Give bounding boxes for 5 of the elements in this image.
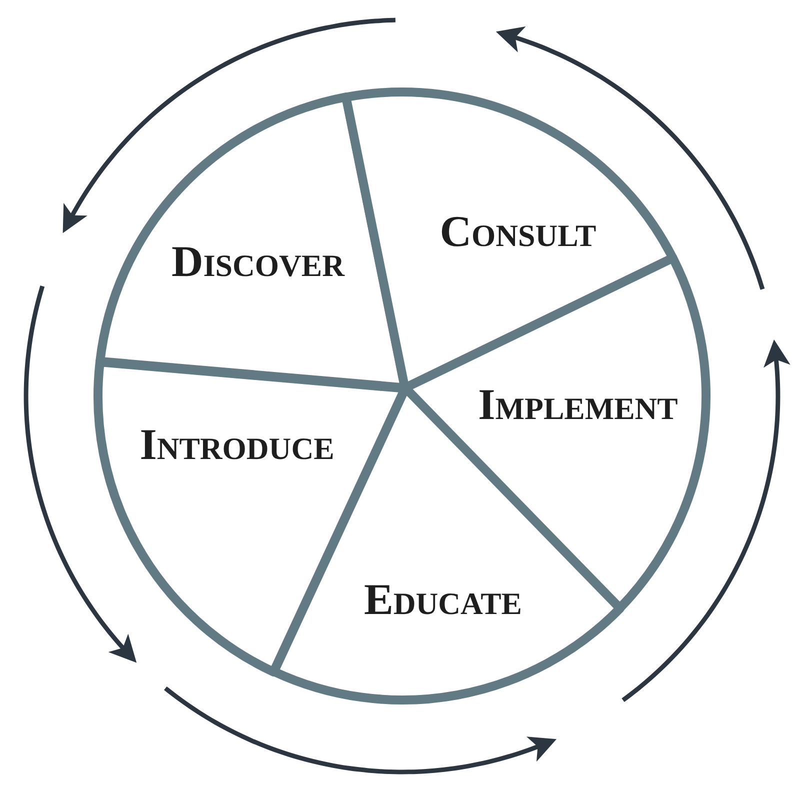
segment-label: Discover: [171, 240, 344, 284]
segment-label: Implement: [478, 382, 678, 427]
segment-label: Consult: [440, 210, 596, 254]
segment-label: Educate: [364, 578, 522, 622]
segment-label: Introduce: [140, 422, 334, 467]
